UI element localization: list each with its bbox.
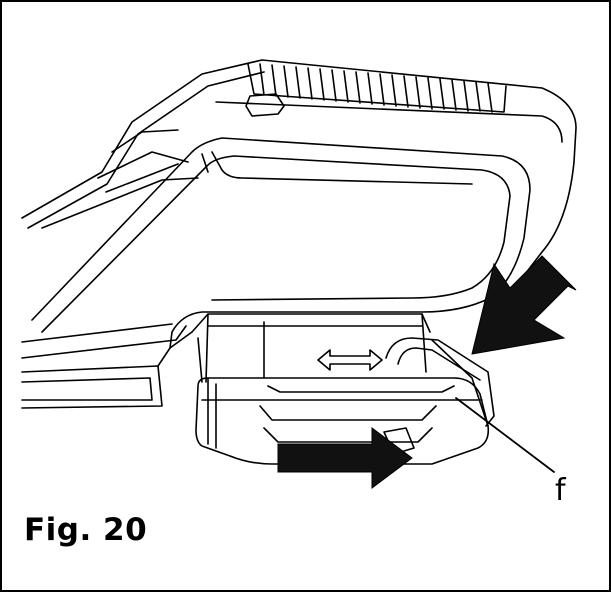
- handle-housing: [21, 59, 577, 409]
- double-arrow-icon: [317, 349, 383, 371]
- callout-leader-line: [455, 397, 555, 473]
- grip-ribs: [259, 63, 493, 113]
- battery-slot: [191, 313, 431, 383]
- figure-caption: Fig. 20: [24, 512, 148, 548]
- arrow-right-icon: [277, 427, 413, 489]
- arrow-down-left-icon: [471, 255, 577, 355]
- battery-pack: [195, 337, 495, 465]
- callout-label-f: f: [555, 473, 566, 508]
